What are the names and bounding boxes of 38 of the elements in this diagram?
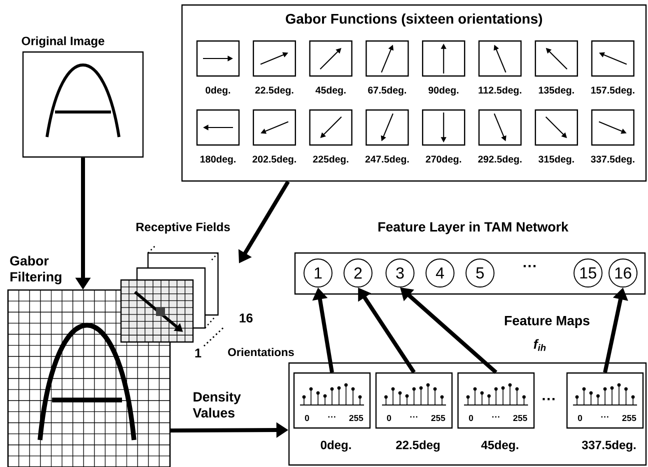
orientation-number: 1: [195, 348, 202, 358]
angle-label: 337.5deg.: [582, 440, 636, 452]
angle-label: 0deg.: [206, 86, 230, 96]
ellipsis: ···: [542, 398, 555, 400]
angle-label: 157.5deg.: [591, 86, 634, 96]
ellipsis: ···: [524, 265, 536, 268]
angle-label: 90deg.: [428, 86, 458, 96]
angle-label: 22.5deg: [396, 440, 440, 452]
orientation-number: 16: [240, 314, 253, 322]
histogram-box: 0 ··· 255: [293, 372, 371, 429]
histogram-box: 0 ··· 255: [566, 372, 644, 429]
histogram-box: 0 ··· 255: [457, 372, 535, 429]
edge-label: Density Values: [192, 392, 241, 418]
angle-label: 45deg.: [481, 440, 518, 452]
annotation: Feature Maps: [504, 316, 590, 328]
maps-box: [288, 362, 647, 466]
angle-label: 180deg.: [200, 155, 236, 165]
angle-label: 225deg.: [313, 155, 348, 165]
angle-label: 247.5deg.: [365, 155, 409, 165]
symbol-label: f$_{ih}$: [534, 339, 546, 351]
heading: Receptive Fields: [136, 222, 230, 234]
angle-label: 202.5deg.: [252, 155, 296, 165]
heading: Original Image: [22, 36, 104, 48]
angle-label: 45deg.: [316, 86, 346, 96]
heading: Feature Layer in TAM Network: [378, 222, 568, 234]
angle-label: 135deg.: [538, 86, 574, 96]
angle-label: 270deg.: [426, 155, 462, 165]
angle-label: 315deg.: [538, 155, 574, 165]
heading: Gabor Filtering: [10, 256, 62, 284]
panel-title: Gabor Functions (sixteen orientations): [286, 13, 542, 27]
angle-label: 22.5deg.: [255, 86, 294, 96]
angle-label: 337.5deg.: [590, 155, 634, 165]
angle-label: 292.5deg.: [478, 155, 522, 165]
angle-label: 0deg.: [320, 440, 351, 452]
axis-label: Orientations: [228, 348, 294, 356]
angle-label: 112.5deg.: [478, 86, 522, 96]
angle-label: 67.5deg.: [368, 86, 406, 96]
histogram-box: 0 ··· 255: [375, 372, 453, 429]
